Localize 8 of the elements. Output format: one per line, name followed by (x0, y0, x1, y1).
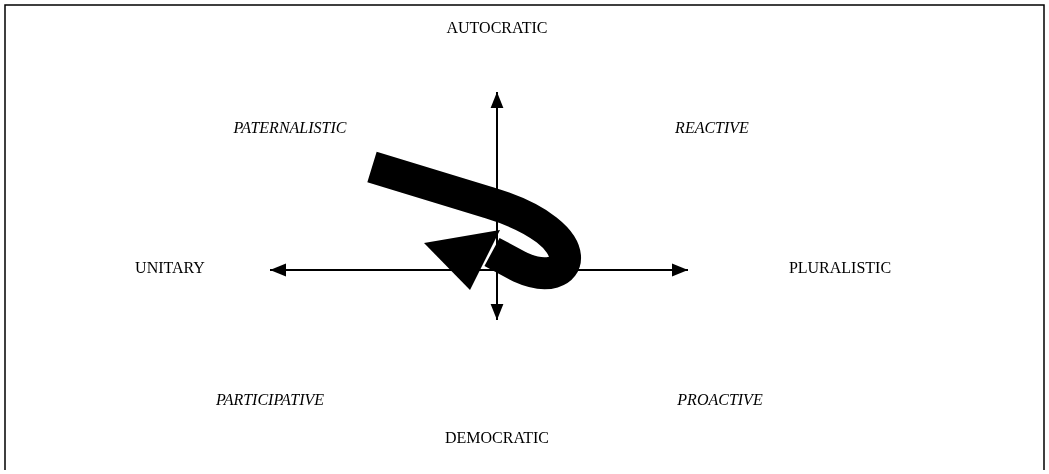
quadrant-label: PARTICIPATIVE (215, 391, 325, 409)
quadrant-label: PATERNALISTIC (233, 119, 347, 137)
axis-label: PLURALISTIC (788, 259, 892, 277)
quadrant-label: PROACTIVE (677, 391, 763, 409)
axis-label: DEMOCRATIC (445, 429, 549, 447)
quadrant-label: REACTIVE (675, 119, 749, 137)
axis-label: UNITARY (135, 259, 205, 277)
axis-label: AUTOCRATIC (446, 19, 548, 37)
